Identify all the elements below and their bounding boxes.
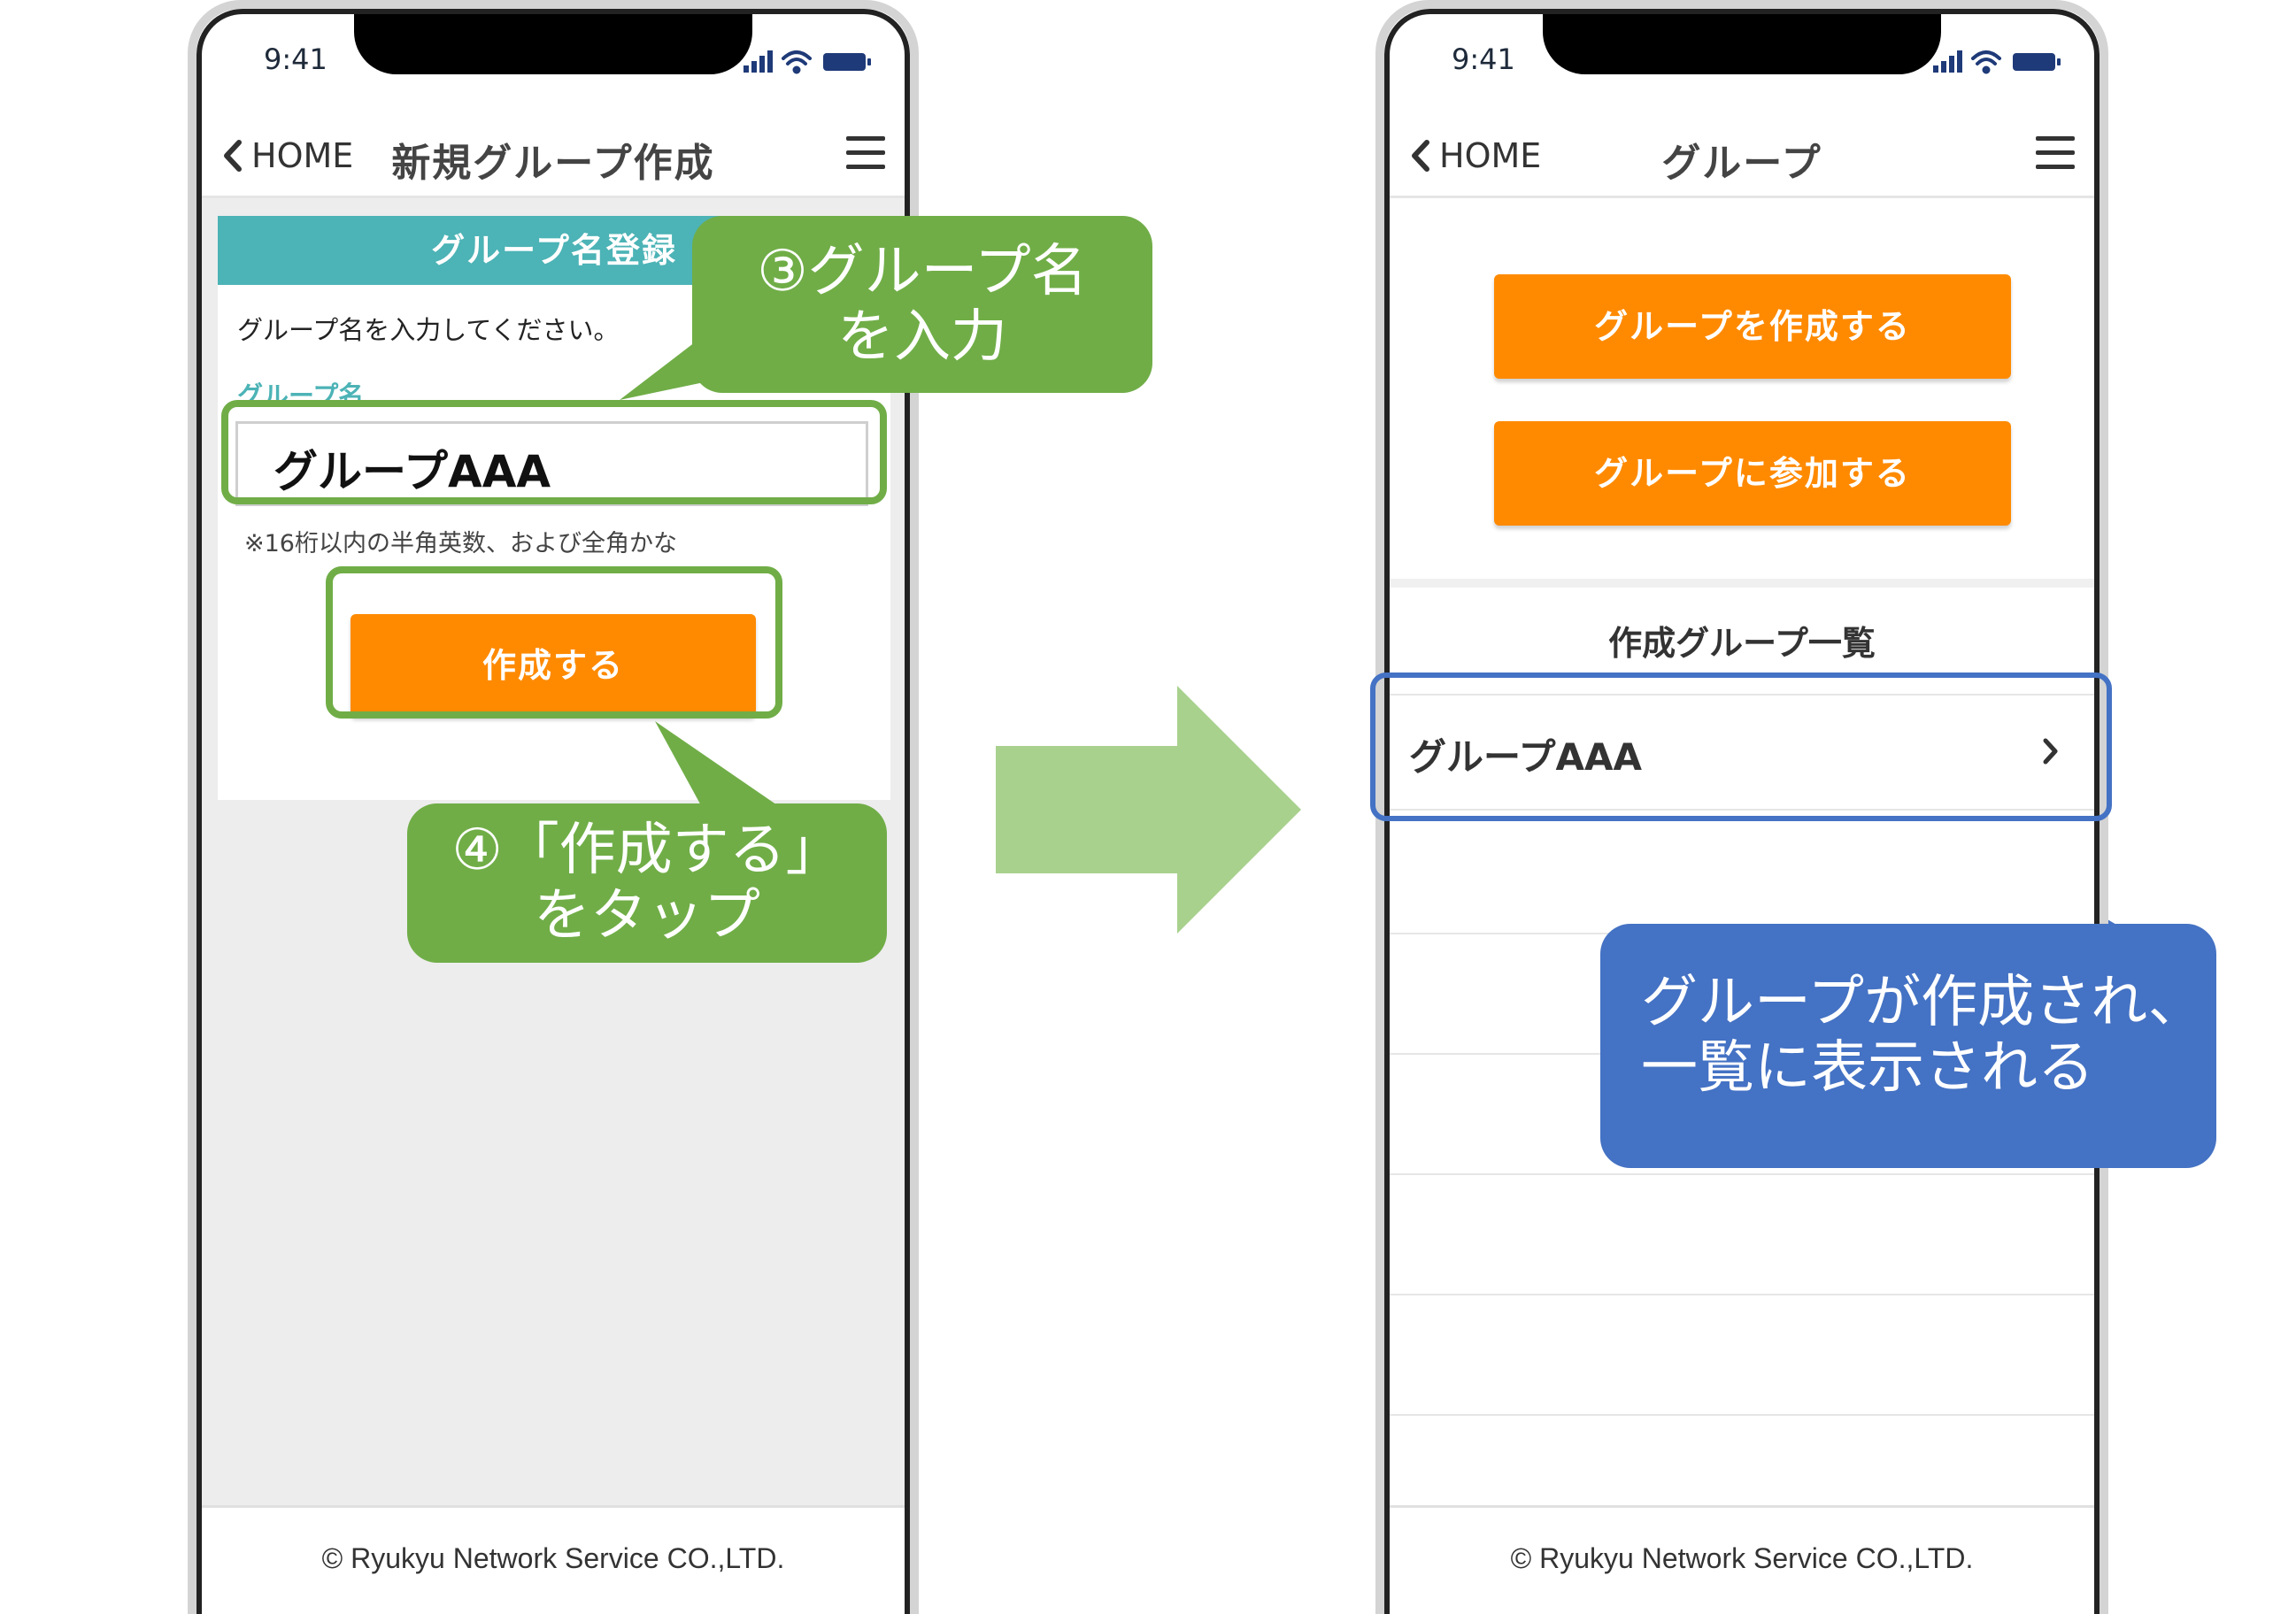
list-divider: [1390, 1294, 2094, 1295]
list-divider: [1390, 1414, 2094, 1416]
footer-copyright: © Ryukyu Network Service CO.,LTD.: [202, 1505, 905, 1614]
button-highlight-outline: [326, 566, 782, 719]
wifi-icon: [1971, 50, 2001, 74]
step4-line2: をタップ: [534, 883, 760, 949]
page-title: 新規グループ作成: [391, 141, 715, 186]
group-name-input[interactable]: グループAAA: [235, 421, 868, 506]
right-phone-frame: 9:41: [1375, 0, 2108, 1614]
back-label: HOME: [251, 136, 354, 175]
create-button[interactable]: 作成する: [351, 614, 756, 717]
list-divider: [1390, 1173, 2094, 1175]
chevron-left-icon: [1412, 140, 1429, 172]
phone-notch: [1543, 14, 1941, 74]
back-label: HOME: [1439, 136, 1542, 175]
chevron-right-icon: [2043, 738, 2058, 765]
arrow-right-icon: [996, 686, 1301, 934]
nav-bar: HOME グループ: [1390, 111, 2094, 198]
chevron-left-icon: [224, 140, 242, 172]
result-line1: グループが作成され、: [1641, 970, 2205, 1035]
status-icons: [1933, 50, 2061, 74]
hamburger-menu-icon[interactable]: [2036, 136, 2075, 172]
back-home-button[interactable]: HOME: [1409, 136, 1541, 175]
step4-callout: ④「作成する」 をタップ: [407, 803, 887, 963]
step4-pointer: [655, 721, 797, 819]
group-list-item[interactable]: グループAAA: [1390, 694, 2094, 811]
footer-copyright: © Ryukyu Network Service CO.,LTD.: [1390, 1505, 2094, 1614]
signal-icon: [1933, 50, 1962, 73]
status-icons: [744, 50, 871, 74]
group-name-value: グループAAA: [274, 446, 551, 497]
phone-notch: [354, 14, 752, 74]
status-time: 9:41: [264, 42, 327, 76]
section-divider: [1390, 579, 2094, 588]
page-title: グループ: [1661, 141, 1822, 186]
list-item-highlight-outline: [1370, 672, 2112, 821]
join-group-button[interactable]: グループに参加する: [1494, 421, 2011, 526]
input-hint: ※16桁以内の半角英数、および全角かな: [244, 530, 677, 557]
battery-icon: [2013, 53, 2061, 71]
battery-icon: [823, 53, 871, 71]
step3-line1: ③グループ名: [757, 239, 1088, 304]
step3-callout: ③グループ名 を入力: [692, 216, 1152, 393]
wifi-icon: [782, 50, 812, 74]
step3-line2: を入力: [837, 304, 1007, 370]
status-bar: 9:41: [202, 14, 905, 111]
result-callout: グループが作成され、 一覧に表示される: [1600, 924, 2216, 1168]
content-area: グループを作成する グループに参加する 作成グループ一覧 グループAAA: [1390, 198, 2094, 1508]
result-line2: 一覧に表示される: [1641, 1035, 2094, 1101]
hamburger-menu-icon[interactable]: [846, 136, 885, 172]
signal-icon: [744, 50, 773, 73]
status-bar: 9:41: [1390, 14, 2094, 111]
nav-bar: HOME 新規グループ作成: [202, 111, 905, 198]
input-highlight-outline: [221, 400, 887, 504]
instruction-text: グループ名を入力してください。: [237, 315, 620, 345]
group-list-item-label: グループAAA: [1409, 735, 1642, 779]
group-list-heading: 作成グループ一覧: [1608, 624, 1876, 663]
status-time: 9:41: [1452, 42, 1515, 76]
back-home-button[interactable]: HOME: [221, 136, 353, 175]
step4-line1: ④「作成する」: [451, 818, 843, 883]
create-group-button[interactable]: グループを作成する: [1494, 274, 2011, 379]
